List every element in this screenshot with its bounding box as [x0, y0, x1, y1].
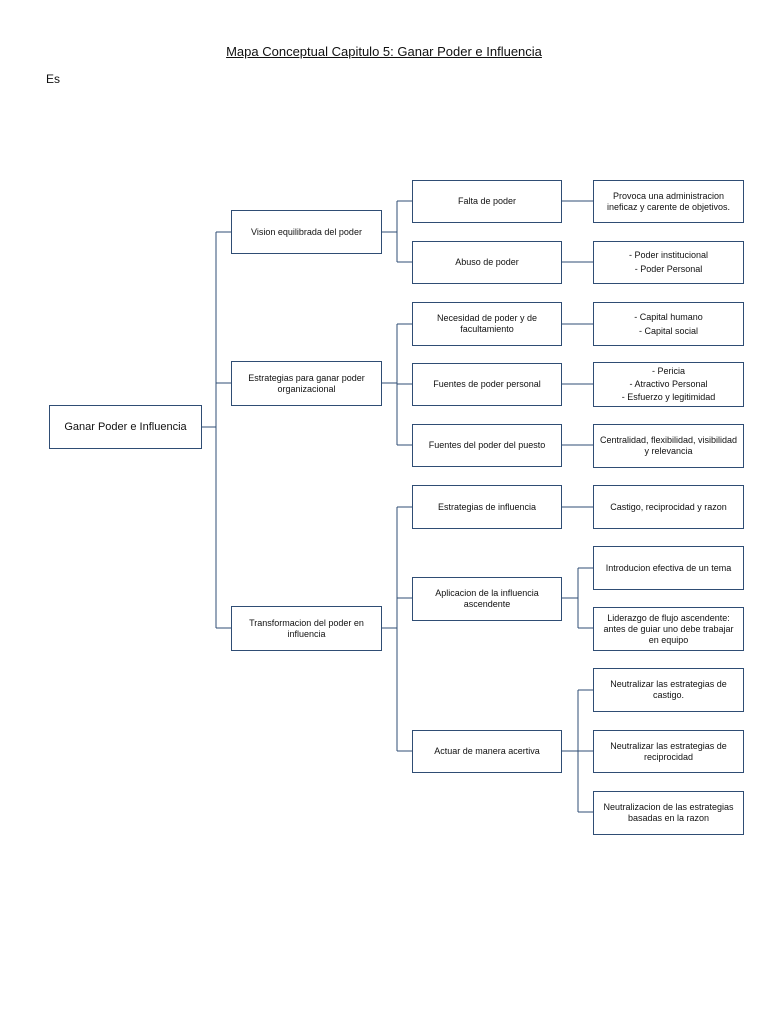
es-label: Es [46, 72, 61, 86]
leaf-provoca-administracion: Provoca una administracion ineficaz y ca… [593, 180, 744, 223]
page-title: Mapa Conceptual Capitulo 5: Ganar Poder … [226, 44, 542, 59]
node-abuso-de-poder: Abuso de poder [412, 241, 562, 284]
node-transformacion-poder: Transformacion del poder en influencia [231, 606, 382, 651]
node-estrategias-ganar-poder: Estrategias para ganar poder organizacio… [231, 361, 382, 406]
node-actuar-acertiva: Actuar de manera acertiva [412, 730, 562, 773]
leaf-line: - Atractivo Personal [629, 379, 708, 389]
connector-vision [382, 200, 412, 263]
connector-estrategias [382, 323, 412, 446]
connector-aplicacion [562, 567, 593, 629]
node-necesidad-poder: Necesidad de poder y de facultamiento [412, 302, 562, 346]
leaf-line: - Capital humano [634, 311, 703, 322]
leaf-capital: - Capital humano - Capital social [593, 302, 744, 346]
leaf-castigo-reciprocidad: Castigo, reciprocidad y razon [593, 485, 744, 529]
leaf-poder-tipos: - Poder institucional - Poder Personal [593, 241, 744, 284]
connector-transformacion [382, 506, 412, 752]
leaf-line: - Esfuerzo y legitimidad [621, 392, 716, 402]
node-aplicacion-influencia: Aplicacion de la influencia ascendente [412, 577, 562, 621]
root-node: Ganar Poder e Influencia [49, 405, 202, 449]
leaf-line: - Capital social [638, 325, 698, 336]
leaf-neutralizacion-razon: Neutralizacion de las estrategias basada… [593, 791, 744, 835]
leaf-pericia: - Pericia - Atractivo Personal - Esfuerz… [593, 362, 744, 407]
leaf-line: - Pericia [651, 366, 685, 376]
leaf-line: - Poder institucional [628, 250, 709, 260]
node-fuentes-poder-puesto: Fuentes del poder del puesto [412, 424, 562, 467]
leaf-introducion-tema: Introducion efectiva de un tema [593, 546, 744, 590]
leaf-neutralizar-reciprocidad: Neutralizar las estrategias de reciproci… [593, 730, 744, 773]
leaf-line: - Poder Personal [634, 264, 703, 274]
leaf-liderazgo-flujo: Liderazgo de flujo ascendente: antes de … [593, 607, 744, 651]
leaf-centralidad: Centralidad, flexibilidad, visibilidad y… [593, 424, 744, 468]
connector-actuar [562, 689, 593, 813]
node-vision-equilibrada: Vision equilibrada del poder [231, 210, 382, 254]
connector-root [202, 231, 231, 629]
node-falta-de-poder: Falta de poder [412, 180, 562, 223]
node-estrategias-influencia: Estrategias de influencia [412, 485, 562, 529]
node-fuentes-poder-personal: Fuentes de poder personal [412, 363, 562, 406]
leaf-neutralizar-castigo: Neutralizar las estrategias de castigo. [593, 668, 744, 712]
